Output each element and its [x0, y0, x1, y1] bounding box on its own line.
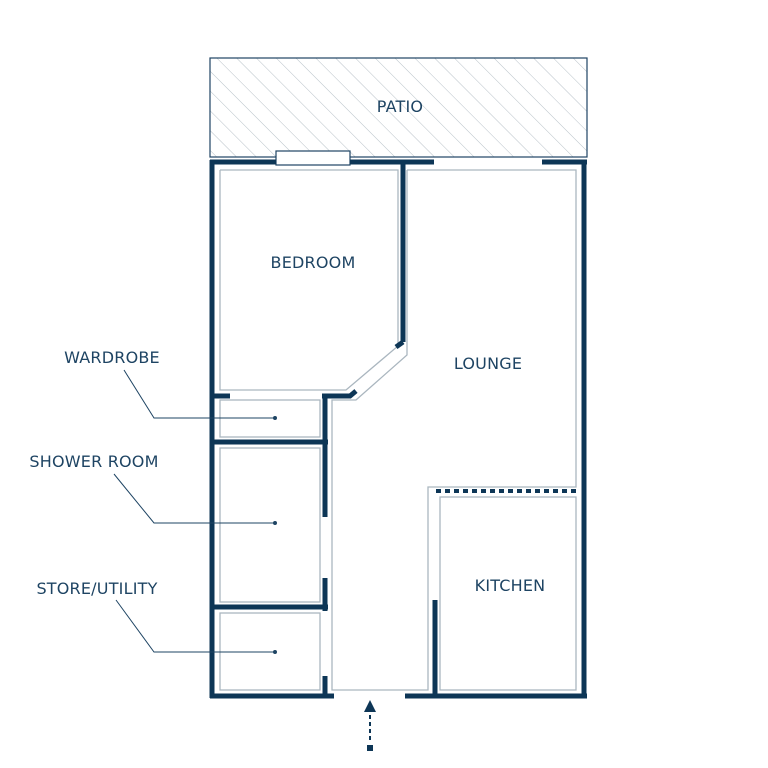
callout-leaders: [113, 369, 275, 653]
entrance-arrow-icon: [364, 700, 376, 751]
bedroom-window: [275, 150, 351, 166]
patio-label: PATIO: [377, 97, 423, 116]
walls: [209, 159, 587, 699]
wardrobe-callout-label: WARDROBE: [64, 348, 160, 367]
store-utility-callout-label: STORE/UTILITY: [36, 579, 157, 598]
inner-lines: [219, 169, 577, 691]
patio-area: [209, 57, 588, 158]
bedroom-label: BEDROOM: [271, 253, 356, 272]
callout-dots: [273, 416, 277, 654]
shower-room-callout-label: SHOWER ROOM: [29, 452, 158, 471]
lounge-label: LOUNGE: [454, 354, 522, 373]
kitchen-label: KITCHEN: [475, 576, 546, 595]
